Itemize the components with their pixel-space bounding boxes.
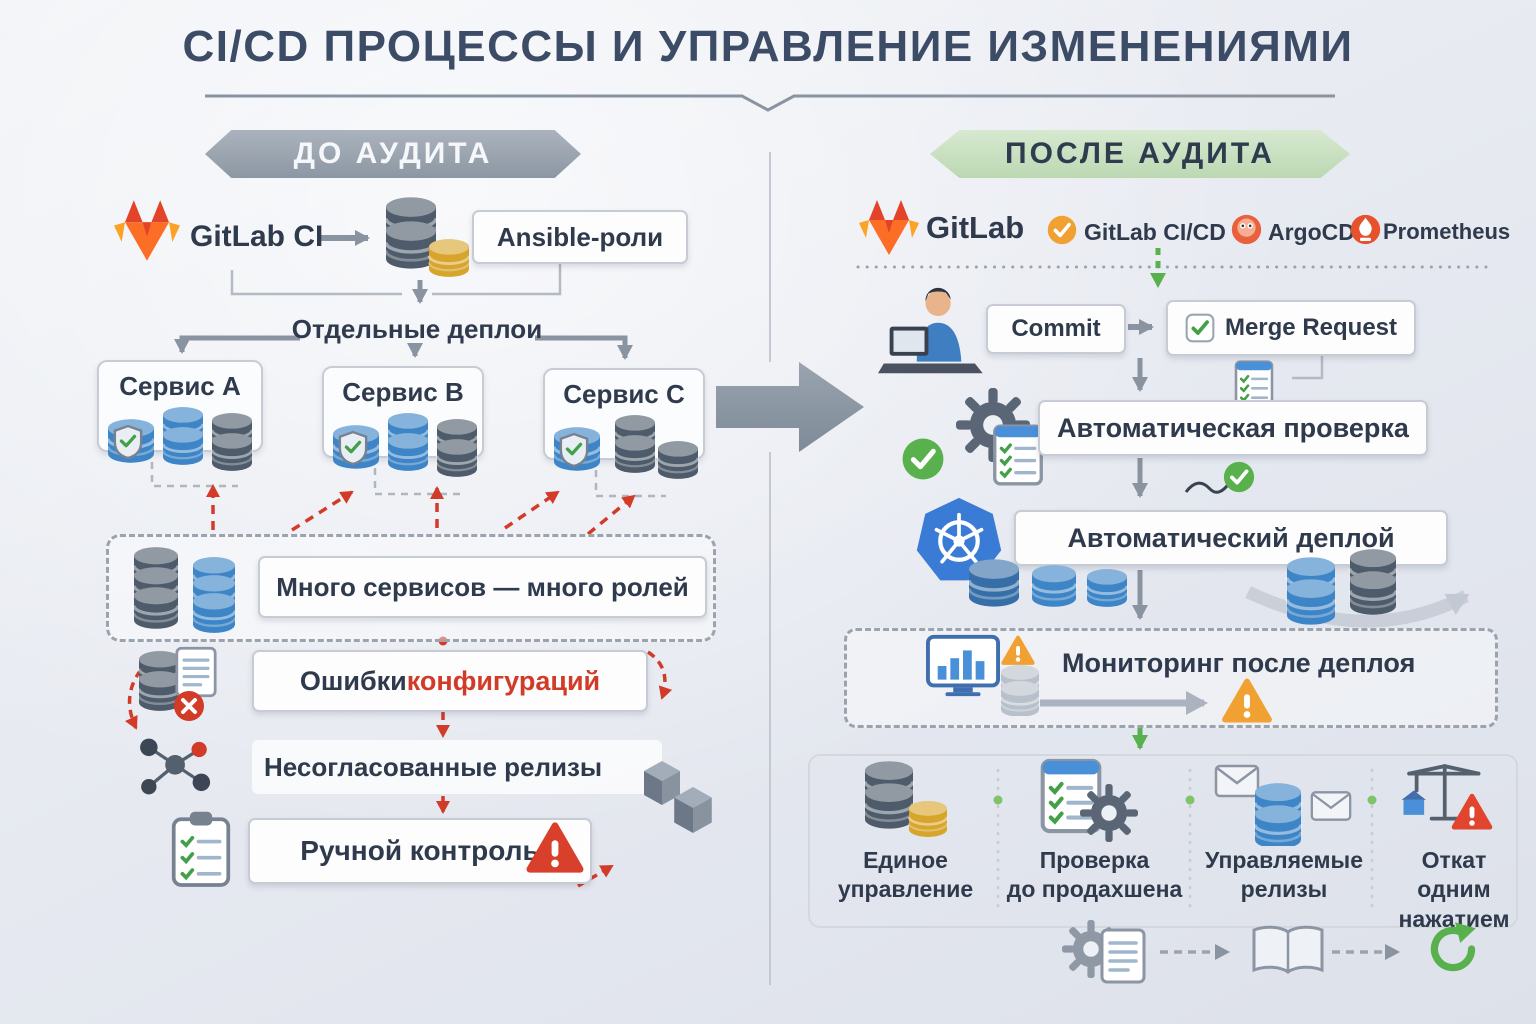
deploy-databases-icon [967,558,1129,608]
automation-gear-doc-icon [1062,920,1146,984]
approved-check-icon [1222,460,1256,494]
problem-releases-band: Несогласованные релизы [252,740,662,794]
ansible-roles-box: Ansible-роли [472,210,688,264]
config-errors-prefix: Ошибки [299,665,407,696]
service-b-databases-icon [331,412,479,478]
gitlab-logo-icon-right [859,200,919,255]
benefit-rollback-label: Откат одним нажатием [1398,847,1510,932]
tool-argocd-label: ArgoCD [1268,219,1355,245]
alert-warning-icon [1220,676,1276,728]
manual-control-clipboard-icon [171,810,231,887]
merge-request-check-icon [1184,313,1215,343]
page-title: CI/CD ПРОЦЕССЫ И УПРАВЛЕНИЕ ИЗМЕНЕНИЯМИ [182,22,1354,71]
tool-prometheus-label: Prometheus [1383,219,1511,244]
deploy-databases-right-icon [1285,548,1398,626]
monitoring-label: Мониторинг после деплоя [1062,648,1416,678]
gitlab-cicd-check-icon [1046,214,1078,246]
benefit-preprod-label: Проверка до продахшена [1006,847,1183,903]
manual-warning-icon [524,820,588,878]
benefit-unified-icon [863,760,949,838]
releases-network-icon [138,736,212,797]
gitlab-logo-icon [114,200,180,261]
config-errors-icon [137,646,217,721]
commit-box: Commit [986,304,1126,354]
rollback-arrow-icon [1420,916,1488,984]
monitoring-dashboard-icon [926,634,1000,698]
argocd-icon [1231,214,1262,245]
before-audit-banner: ДО АУДИТА [205,130,581,178]
problem-manual-control-box: Ручной контроль [248,818,592,884]
tool-gitlab-cicd-label: GitLab CI/CD [1084,219,1226,245]
monitoring-warning-small-icon [1001,635,1035,665]
prometheus-icon [1350,214,1381,245]
problem-many-services-box: Много сервисов — много ролей [258,556,707,618]
benefit-rollback-icon [1399,764,1500,848]
title-underline [205,94,1335,112]
after-audit-banner: ПОСЛЕ АУДИТА [930,130,1350,178]
monitoring-alert-arrow [1040,691,1208,715]
auto-check-box: Автоматическая проверка [1038,400,1428,456]
many-roles-databases-icon [132,546,237,634]
config-errors-highlight: конфигураций [406,665,601,696]
ansible-databases-icon [384,196,471,278]
separate-deploys-label: Отдельные деплои [291,314,543,344]
auto-deploy-box: Автоматический деплой [1014,510,1448,566]
merge-request-label: Merge Request [1224,314,1398,341]
benefit-preprod-icon [1040,758,1138,842]
benefits-frame [808,754,1518,928]
problem-config-errors-box: Ошибки конфигураций [252,650,648,712]
check-pass-icon [900,436,946,482]
gitlab-ci-label: GitLab CI [190,220,324,253]
docs-book-icon [1252,925,1324,974]
before-after-arrow [716,362,864,452]
benefit-releases-label: Управляемые релизы [1205,847,1363,903]
service-a-databases-icon [106,406,254,472]
gitlab-label: GitLab [926,210,1025,245]
merge-request-box: Merge Request [1166,300,1416,356]
benefit-releases-icon [1214,764,1352,846]
benefit-unified-label: Единое управление [837,847,974,903]
service-c-databases-icon [552,414,700,480]
cubes-icon [644,761,712,833]
